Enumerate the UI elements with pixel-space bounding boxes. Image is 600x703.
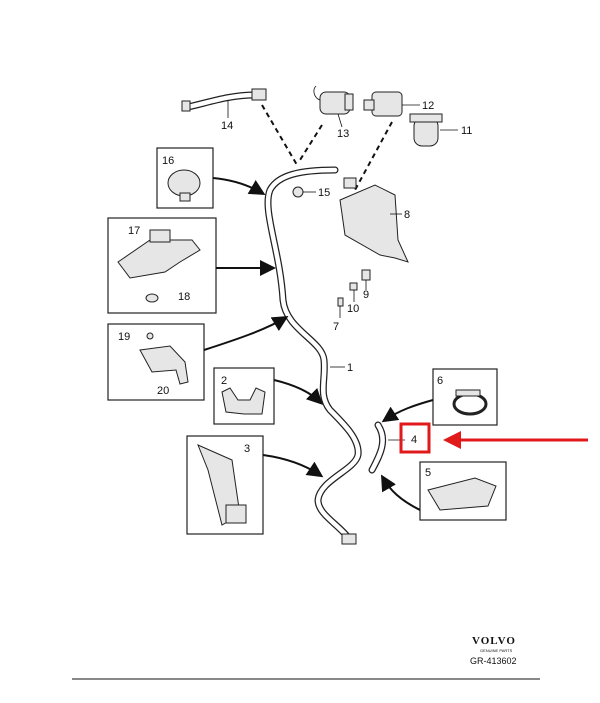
callout-5: 5 [425,467,431,479]
callout-2: 2 [221,375,227,387]
callout-1: 1 [347,362,353,374]
dashed-link-13 [299,124,323,161]
solenoid-12 [363,91,403,117]
callout-7: 7 [333,321,339,333]
hose-14 [181,88,267,112]
nut-15 [292,186,304,198]
callout-3: 3 [244,443,250,455]
highlight-box [399,422,431,454]
arrow-5 [380,474,421,511]
box-3 [186,435,264,535]
callout-8: 8 [404,209,410,221]
canister-8 [339,177,409,263]
diagram-code: GR-413602 [470,656,517,666]
callout-17: 17 [128,225,140,237]
box-17 [107,217,217,314]
arrow-16 [212,177,266,196]
dashed-link-12 [354,121,393,191]
callout-4: 4 [411,434,417,446]
callout-13: 13 [337,128,349,140]
callout-11: 11 [461,125,472,137]
callout-20: 20 [157,385,169,397]
dashed-link-14 [261,104,298,166]
component-11 [409,113,443,147]
callout-12: 12 [422,100,434,112]
lead-13 [337,113,343,128]
callout-14: 14 [221,120,233,132]
valve-13 [313,85,354,115]
box-16 [156,147,214,209]
box-6 [432,368,498,426]
main-hose [264,166,362,545]
box-19-20 [107,323,205,401]
arrow-3 [262,454,324,478]
callout-10: 10 [347,303,359,315]
arrow-19-20 [203,315,289,351]
box-5 [419,461,507,521]
arrow-2 [273,379,323,405]
callout-15: 15 [318,187,330,199]
arrow-6 [381,399,434,423]
callout-9: 9 [363,289,369,301]
callout-16: 16 [162,155,174,167]
callout-18: 18 [178,291,190,303]
brand-subtitle: GENUINE PARTS [480,648,513,653]
callout-6: 6 [437,375,443,387]
box-2 [213,367,275,425]
callout-19: 19 [118,331,130,343]
brand-logo: VOLVO [472,635,516,647]
hose-4 [368,421,387,474]
